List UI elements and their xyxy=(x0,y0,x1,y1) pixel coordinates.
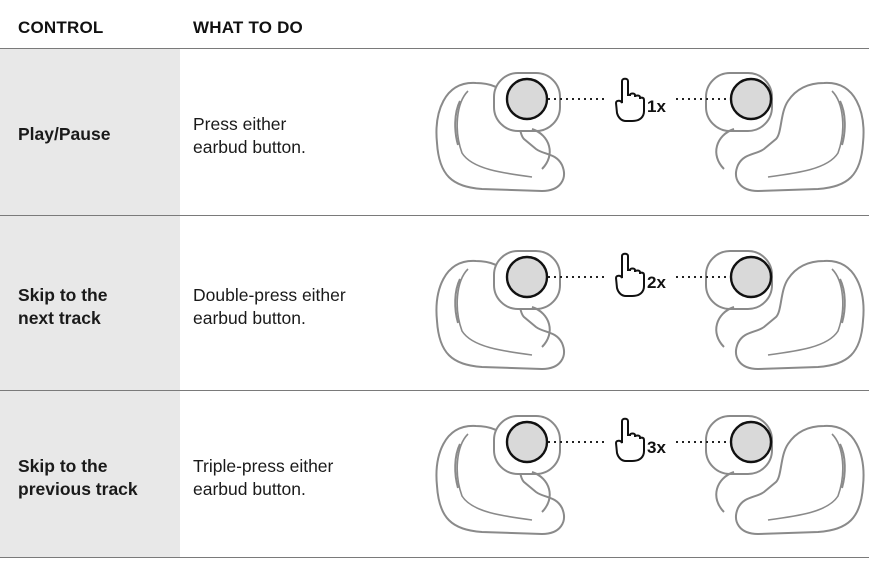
action-text: Triple-press either earbud button. xyxy=(193,455,413,501)
finger-press-icon xyxy=(614,252,645,297)
table-row: Skip to the previous track Triple-press … xyxy=(0,391,869,557)
header-divider xyxy=(0,48,869,49)
row-divider xyxy=(0,215,869,216)
control-label: Play/Pause xyxy=(18,123,110,146)
press-count: 2x xyxy=(647,273,666,292)
earbud-icon-right xyxy=(705,72,865,193)
control-cell xyxy=(0,49,180,215)
earbud-icon-right xyxy=(705,250,865,371)
control-label-line: Skip to the xyxy=(18,456,108,476)
finger-press-icon xyxy=(614,417,645,462)
control-label: Skip to the next track xyxy=(18,284,107,330)
table-row: Skip to the next track Double-press eith… xyxy=(0,216,869,390)
what-to-do-column-header: WHAT TO DO xyxy=(193,18,303,37)
earbud-icon-left xyxy=(435,415,565,536)
table-header: CONTROL WHAT TO DO xyxy=(0,0,869,48)
earbud-illustration: 2x xyxy=(420,216,869,390)
control-cell xyxy=(0,391,180,557)
control-label: Skip to the previous track xyxy=(18,455,138,501)
action-line: Triple-press either xyxy=(193,456,334,476)
earbud-icon-left xyxy=(435,250,565,371)
earbud-icon-right xyxy=(705,415,865,536)
action-text: Double-press either earbud button. xyxy=(193,284,413,330)
control-label-line: Play/Pause xyxy=(18,124,111,144)
row-divider xyxy=(0,390,869,391)
row-divider xyxy=(0,557,869,558)
action-line: earbud button. xyxy=(193,137,306,157)
press-count: 1x xyxy=(647,97,666,116)
control-label-line: previous track xyxy=(18,479,138,499)
earbud-icon-left xyxy=(435,72,565,193)
action-line: Double-press either xyxy=(193,285,346,305)
action-text: Press either earbud button. xyxy=(193,113,413,159)
control-label-line: Skip to the xyxy=(18,285,108,305)
press-count: 3x xyxy=(647,438,666,457)
action-line: earbud button. xyxy=(193,479,306,499)
finger-press-icon xyxy=(614,77,645,122)
table-row: Play/Pause Press either earbud button. xyxy=(0,49,869,215)
action-line: Press either xyxy=(193,114,287,134)
action-line: earbud button. xyxy=(193,308,306,328)
control-label-line: next track xyxy=(18,308,101,328)
earbud-illustration: 3x xyxy=(420,391,869,557)
control-column-header: CONTROL xyxy=(18,18,104,37)
earbud-illustration: 1x xyxy=(420,49,869,215)
control-cell xyxy=(0,216,180,390)
